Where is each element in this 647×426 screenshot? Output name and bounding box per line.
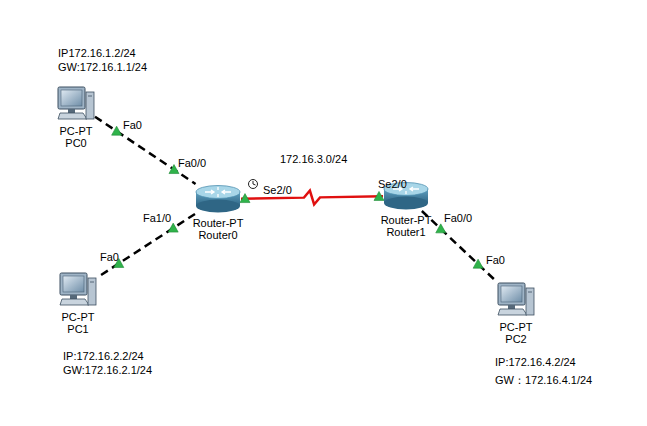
pc-icon <box>57 86 95 122</box>
link-status-light <box>473 259 483 268</box>
ethernet-link <box>95 117 196 184</box>
link-status-light <box>436 224 446 233</box>
ip-address: IP172.16.1.2/24 <box>58 47 136 60</box>
gateway-address: GW:172.16.2.1/24 <box>63 364 152 377</box>
pc-icon <box>59 272 97 308</box>
port-name: Fa1/0 <box>143 212 171 225</box>
device-name: PC1 <box>62 323 95 335</box>
device-name: PC0 <box>60 137 93 149</box>
link-status-light <box>169 165 179 174</box>
link-status-light <box>112 126 122 135</box>
gateway-address: GW：172.16.4.1/24 <box>495 374 592 387</box>
port-name: Fa0 <box>100 251 119 264</box>
port-name: Fa0/0 <box>178 157 206 170</box>
device-caption: Router-PTRouter0 <box>193 214 244 241</box>
port-name: Se2/0 <box>378 178 407 191</box>
device-name: Router0 <box>193 229 244 241</box>
device-model: PC-PT <box>62 311 95 323</box>
ip-address: IP:172.16.2.2/24 <box>63 350 144 363</box>
serial-link <box>241 191 383 205</box>
port-name: Se2/0 <box>263 184 292 197</box>
pc-device: PC-PTPC0 <box>57 86 95 122</box>
ethernet-link <box>422 211 497 282</box>
gateway-address: GW:172.16.1.1/24 <box>58 61 147 74</box>
device-model: PC-PT <box>500 321 533 333</box>
link-status-light <box>374 191 384 200</box>
pc-icon <box>497 282 535 318</box>
device-name: PC2 <box>500 333 533 345</box>
pc-device: PC-PTPC2 <box>497 282 535 318</box>
port-name: Fa0/0 <box>444 212 472 225</box>
device-model: Router-PT <box>193 217 244 229</box>
port-name: Fa0 <box>123 119 142 132</box>
router-icon <box>195 184 241 214</box>
link-status-light <box>240 194 250 203</box>
device-caption: Router-PTRouter1 <box>381 211 432 238</box>
link-status-light <box>168 223 178 232</box>
port-name: Fa0 <box>486 254 505 267</box>
device-caption: PC-PTPC0 <box>60 122 93 149</box>
device-model: Router-PT <box>381 214 432 226</box>
pc-device: PC-PTPC1 <box>59 272 97 308</box>
router-device: Router-PTRouter0 <box>195 184 241 214</box>
network-address: 172.16.3.0/24 <box>280 153 347 166</box>
device-name: Router1 <box>381 226 432 238</box>
device-caption: PC-PTPC2 <box>500 318 533 345</box>
device-caption: PC-PTPC1 <box>62 308 95 335</box>
clock-symbol <box>249 180 258 189</box>
ip-address: IP:172.16.4.2/24 <box>495 356 576 369</box>
device-model: PC-PT <box>60 125 93 137</box>
